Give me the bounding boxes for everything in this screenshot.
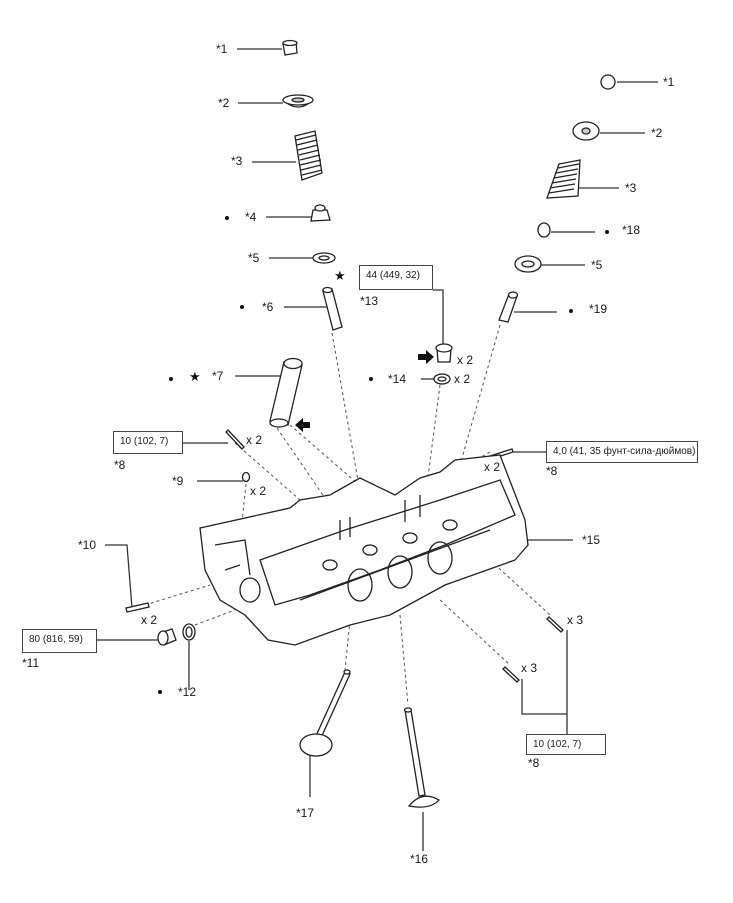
- non-reusable-dot-icon: [369, 377, 373, 381]
- quantity-label: x 2: [246, 433, 263, 447]
- spring-seat-part: [514, 255, 542, 273]
- torque-spec-box: 10 (102, 7): [113, 431, 183, 454]
- callout-label: *10: [78, 538, 97, 552]
- callout-label: *4: [245, 210, 257, 224]
- callout-label: *8: [528, 756, 540, 770]
- assembly-dash: [344, 619, 351, 671]
- callout-label: *6: [262, 300, 274, 314]
- callout-label: *17: [296, 806, 315, 820]
- callout-label: *2: [651, 126, 663, 140]
- quantity-label: x 2: [457, 353, 474, 367]
- valve-keeper-part: [600, 74, 616, 90]
- non-reusable-dot-icon: [169, 377, 173, 381]
- quantity-label: x 3: [567, 613, 584, 627]
- valve-guide-bush-part: [498, 291, 519, 323]
- callout-label: *5: [248, 251, 260, 265]
- callout-label: *12: [178, 685, 197, 699]
- callout-label: *15: [582, 533, 601, 547]
- assembly-dash: [289, 424, 366, 491]
- torque-spec-box: 10 (102, 7): [526, 734, 606, 755]
- leader-line: [433, 289, 444, 345]
- callout-label: *1: [216, 42, 228, 56]
- callout-label: *2: [218, 96, 230, 110]
- exhaust-valve-part: [403, 707, 441, 808]
- intake-valve-part: [299, 669, 351, 757]
- quantity-label: x 2: [454, 372, 471, 386]
- callout-label: *19: [589, 302, 608, 316]
- valve-guide-bush-part: [322, 286, 343, 331]
- valve-stem-seal-part: [537, 222, 551, 238]
- quantity-label: x 2: [141, 613, 158, 627]
- star-icon: ★: [189, 369, 201, 384]
- callout-label: *7: [212, 369, 224, 383]
- non-reusable-dot-icon: [225, 216, 229, 220]
- valve-keeper-part: [282, 39, 298, 56]
- stud-bolt-part: [225, 429, 245, 450]
- non-reusable-dot-icon: [158, 690, 162, 694]
- screw-plug-part: [435, 343, 453, 363]
- spring-retainer-part: [282, 94, 314, 108]
- non-reusable-dot-icon: [605, 230, 609, 234]
- torque-spec-box: 4,0 (41, 35 фунт-сила-дюймов): [546, 441, 698, 463]
- valve-spring-part: [546, 159, 581, 199]
- spring-retainer-part: [572, 121, 600, 141]
- valve-stem-seal-part: [310, 204, 331, 222]
- assembly-dash: [234, 442, 301, 501]
- star-icon: ★: [334, 268, 346, 283]
- callout-label: *3: [625, 181, 637, 195]
- screw-plug-part: [157, 628, 177, 646]
- straight-pin-part: [125, 602, 150, 613]
- non-reusable-dot-icon: [240, 305, 244, 309]
- ring-pin-part: [241, 471, 251, 483]
- callout-label: *1: [663, 75, 675, 89]
- gasket-part: [182, 623, 196, 641]
- callout-label: *9: [172, 474, 184, 488]
- quantity-label: x 2: [250, 484, 267, 498]
- assembly-dash: [144, 584, 211, 606]
- leader-line: [521, 679, 567, 715]
- spring-seat-part: [312, 252, 336, 264]
- assembly-dash: [489, 559, 551, 616]
- callout-label: *3: [231, 154, 243, 168]
- direction-arrow-icon: [295, 418, 310, 432]
- stud-bolt-part: [546, 616, 564, 633]
- assembly-dash: [194, 609, 236, 626]
- callout-label: *8: [546, 464, 558, 478]
- quantity-label: x 2: [484, 460, 501, 474]
- leader-line: [105, 544, 133, 609]
- direction-arrow-icon: [418, 350, 434, 364]
- torque-spec-box: 80 (816, 59): [22, 629, 97, 653]
- callout-label: *11: [22, 656, 40, 670]
- callout-label: *18: [622, 223, 641, 237]
- callout-label: *14: [388, 372, 407, 386]
- callout-label: *8: [114, 458, 126, 472]
- stud-bolt-part: [502, 666, 520, 683]
- callout-label: *5: [591, 258, 603, 272]
- cylinder-head-part: [199, 454, 529, 646]
- spark-plug-tube-part: [269, 357, 303, 428]
- callout-label: *16: [410, 852, 429, 866]
- quantity-label: x 3: [521, 661, 538, 675]
- valve-spring-part: [294, 130, 323, 181]
- torque-spec-box: 44 (449, 32): [359, 265, 433, 290]
- assembly-dash: [399, 614, 409, 706]
- assembly-dash: [439, 599, 511, 666]
- gasket-part: [433, 373, 451, 385]
- non-reusable-dot-icon: [569, 309, 573, 313]
- callout-label: *13: [360, 294, 379, 308]
